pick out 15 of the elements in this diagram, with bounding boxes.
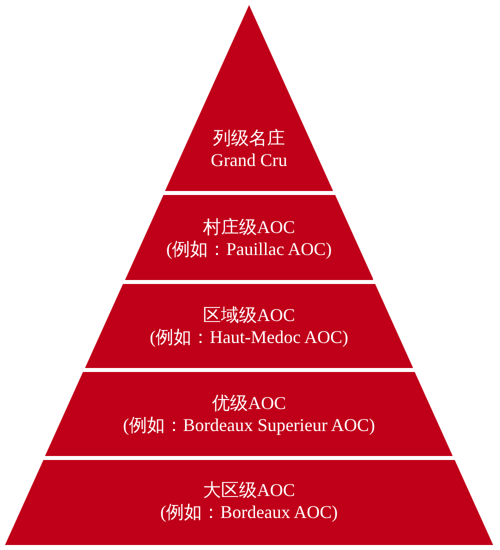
pyramid-tier [4, 460, 494, 545]
tier-subtitle: (例如：Bordeaux AOC) [160, 501, 338, 523]
tier-title: 区域级AOC [202, 304, 295, 326]
tier-subtitle: (例如：Haut-Medoc AOC) [150, 326, 348, 348]
tier-title: 村庄级AOC [202, 216, 295, 238]
tier-subtitle: (例如：Pauillac AOC) [166, 238, 332, 260]
tier-title: 大区级AOC [202, 479, 295, 501]
tier-subtitle: Grand Cru [210, 149, 288, 171]
pyramid-apex-tier [164, 5, 334, 191]
pyramid-tier [45, 372, 453, 456]
tier-subtitle: (例如：Bordeaux Superieur AOC) [123, 414, 375, 436]
pyramid-tier [84, 284, 414, 368]
pyramid-tier [124, 195, 374, 280]
tier-title: 优级AOC [212, 392, 286, 414]
tier-title: 列级名庄 [212, 127, 285, 149]
